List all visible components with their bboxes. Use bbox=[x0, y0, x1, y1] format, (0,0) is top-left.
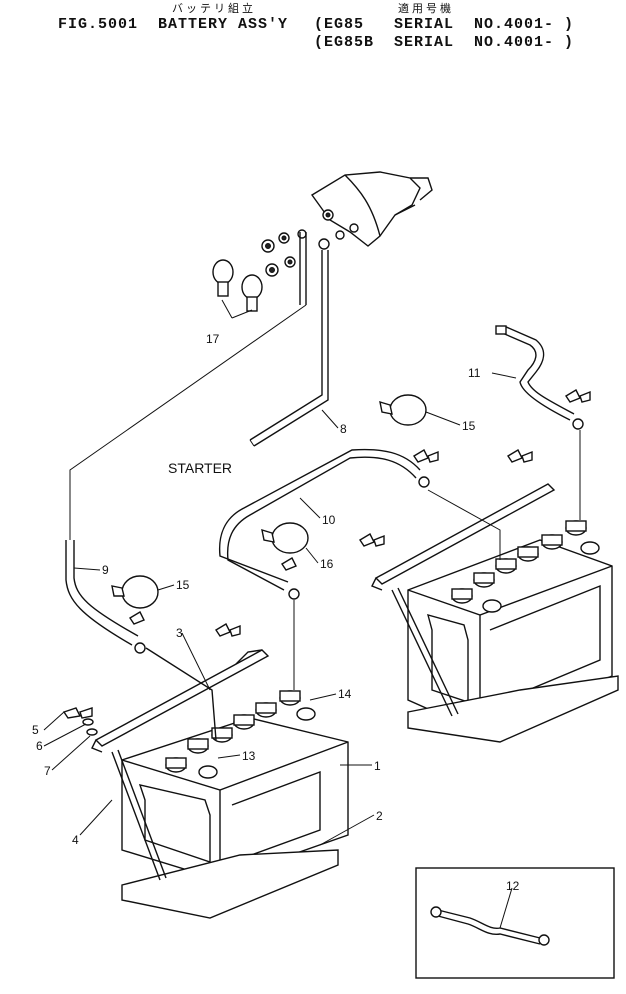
callout-16: 16 bbox=[320, 557, 334, 571]
callout-1: 1 bbox=[374, 759, 381, 773]
hold-rod-4-edge bbox=[117, 749, 167, 879]
cable-10-lead bbox=[427, 489, 501, 560]
hold-rod-4 bbox=[111, 751, 161, 881]
japanese-title: バッテリ組立 bbox=[172, 2, 256, 15]
callout-3: 3 bbox=[176, 626, 183, 640]
callout-17: 17 bbox=[206, 332, 220, 346]
callout-11: 11 bbox=[468, 366, 481, 380]
callout-15-right: 15 bbox=[462, 419, 476, 433]
callout-15-left: 15 bbox=[176, 578, 190, 592]
starter-motor bbox=[310, 171, 433, 247]
callout-4: 4 bbox=[72, 833, 79, 847]
callout-12: 12 bbox=[506, 879, 520, 893]
wing-nuts bbox=[62, 389, 591, 719]
callout-10: 10 bbox=[322, 513, 336, 527]
callout-5: 5 bbox=[32, 723, 39, 737]
callout-8: 8 bbox=[340, 422, 347, 436]
battery-right-caps bbox=[451, 520, 600, 613]
washers-6-7 bbox=[82, 718, 98, 736]
leader-lines bbox=[43, 372, 517, 929]
callout-9: 9 bbox=[102, 563, 109, 577]
figure-number: FIG.5001 bbox=[58, 16, 139, 33]
starter-label: STARTER bbox=[168, 460, 232, 476]
cable-11 bbox=[495, 325, 584, 430]
battery-hold-bracket-right bbox=[371, 483, 556, 591]
hold-rod-right-edge bbox=[397, 587, 459, 715]
callout-6: 6 bbox=[36, 739, 43, 753]
serial-range-eg85b: (EG85B SERIAL NO.4001- ) bbox=[314, 34, 575, 51]
cable-9 bbox=[65, 540, 146, 654]
figure-title: BATTERY ASS'Y bbox=[158, 16, 289, 33]
battery-1-left bbox=[121, 690, 349, 881]
terminal-cover-16 bbox=[261, 522, 309, 554]
japanese-applicable-label: 適用号機 bbox=[398, 2, 454, 15]
callout-7: 7 bbox=[44, 764, 51, 778]
callout-2: 2 bbox=[376, 809, 383, 823]
callout-13: 13 bbox=[242, 749, 256, 763]
battery-hold-bracket-3 bbox=[91, 649, 270, 753]
cable-13 bbox=[145, 647, 217, 741]
serial-range-eg85: (EG85 SERIAL NO.4001- ) bbox=[314, 16, 575, 33]
hold-rod-right bbox=[391, 589, 453, 717]
terminal-cover-15-left bbox=[111, 575, 159, 609]
inset-box bbox=[415, 867, 615, 979]
battery-tray-right bbox=[407, 675, 619, 743]
starter-terminal-nuts bbox=[261, 229, 345, 277]
battery-1-caps bbox=[165, 690, 316, 779]
callout-14: 14 bbox=[338, 687, 352, 701]
battery-tray-2 bbox=[121, 849, 339, 919]
lead-line bbox=[69, 304, 307, 540]
cable-8 bbox=[249, 232, 329, 447]
terminal-caps-17 bbox=[212, 259, 263, 319]
terminal-cover-15-right bbox=[379, 394, 427, 426]
cable-10 bbox=[218, 448, 430, 600]
